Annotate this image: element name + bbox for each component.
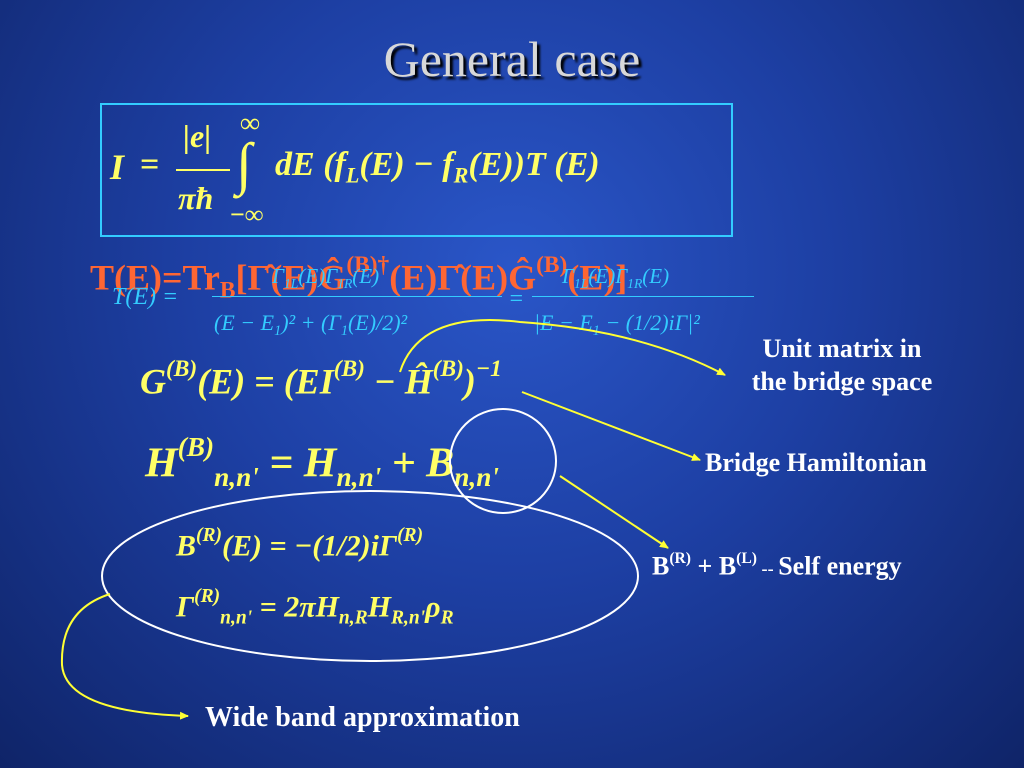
current-eq: =: [140, 146, 160, 183]
current-denominator: πħ: [178, 180, 214, 216]
bridge-hamiltonian-annotation: Bridge Hamiltonian: [705, 448, 927, 477]
current-body: dE (fL(E) − fR(E))T (E): [275, 146, 600, 188]
self-energy-arrow: [559, 475, 669, 549]
wide-band-annotation: Wide band approximation: [205, 702, 520, 733]
gamma-equation: Γ(R)n,n' = 2πHn,RHR,n'ρR: [176, 586, 454, 629]
transmission-fraction-bar-2: [532, 296, 754, 297]
current-equation-box: [100, 103, 733, 237]
current-upper-limit: ∞: [240, 108, 260, 139]
integral-sign: ∫: [236, 131, 252, 196]
current-fraction-bar: [176, 169, 230, 171]
transmission-single-numerator1: Γ1L(E)Γ1R(E): [272, 264, 380, 291]
transmission-single-numerator2: Γ1L(E)Γ1R(E): [562, 264, 670, 291]
unit-matrix-annotation: Unit matrix in the bridge space: [722, 332, 962, 399]
green-function-equation: G(B)(E) = (EI(B) − Ĥ(B))−1: [140, 356, 502, 402]
slide-title: General case: [383, 31, 641, 87]
self-energy-annotation: B(R) + B(L) -- Self energy: [652, 550, 902, 581]
b-term-circle: [449, 408, 557, 514]
unit-matrix-line-2: the bridge space: [751, 367, 933, 397]
current-lhs: I: [110, 147, 125, 187]
wide-band-arrow: [60, 593, 189, 720]
transmission-single-eq2: =: [508, 286, 525, 312]
unit-matrix-line-1: Unit matrix in: [762, 334, 922, 363]
self-energy-equation: B(R)(E) = −(1/2)iΓ(R): [176, 525, 424, 563]
self-energy-ellipse: [101, 490, 639, 662]
unit-matrix-arrow: [399, 319, 726, 376]
hamiltonian-equation: H(B)n,n' = Hn,n' + Bn,n': [145, 432, 499, 493]
transmission-single-denominator2: |E − E1 − (1/2)iΓ|²: [534, 310, 700, 339]
transmission-single-lhs: T(E) =: [112, 284, 179, 310]
transmission-fraction-bar-1: [212, 296, 502, 297]
bridge-hamiltonian-arrow: [521, 391, 701, 461]
current-lower-limit: −∞: [230, 200, 264, 229]
transmission-trace-equation: T(E)=TrB[Γ̂(E)Ĝ(B)†(E)Γ̂(E)Ĝ(B)(E)]: [90, 252, 628, 304]
current-numerator: |e|: [183, 118, 212, 154]
transmission-single-denominator1: (E − E1)² + (Γ1(E)/2)²: [214, 310, 408, 339]
